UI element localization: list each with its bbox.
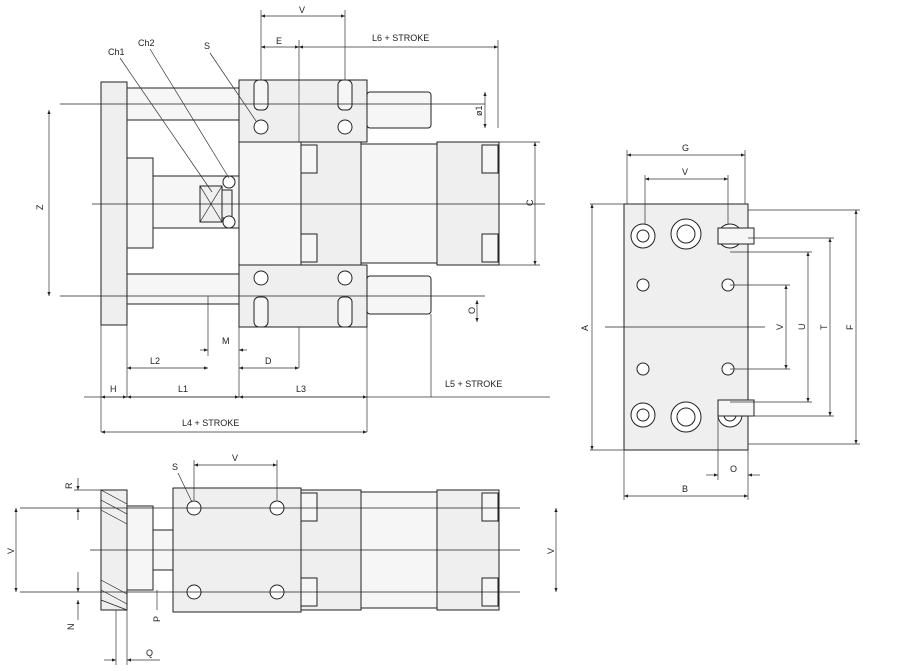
dim-phi1: ø1 [474,105,484,116]
dim-f: F [845,324,855,330]
top-view: S V V V R N P Q [6,453,558,665]
dim-u: U [797,324,807,331]
flange-plate [100,81,128,326]
dim-l2: L2 [150,356,160,366]
dim-z: Z [35,204,45,210]
dim-l1: L1 [178,384,188,394]
slot [253,79,269,111]
dim-l3: L3 [296,384,306,394]
dim-v-left: V [6,548,16,554]
cap-screw [481,492,499,522]
dim-v-front-right: V [775,324,785,330]
slot [337,296,353,328]
lube-nipple-bottom [222,215,236,229]
dim-o-front: O [730,464,737,474]
dim-q: Q [146,648,153,658]
label-s-top: S [172,462,178,472]
center-boss [126,157,154,249]
lower-guide-rod [126,273,240,305]
dim-o-side: O [467,307,477,314]
dim-r: R [64,482,74,489]
dim-h: H [110,384,117,394]
dim-v-front-top: V [682,167,688,177]
cap-screw [300,492,318,522]
boss-section [126,505,154,591]
upper-rod-end [366,91,432,129]
bolt-hole [253,119,269,135]
tapped-hole [636,362,650,376]
dim-t: T [819,324,829,330]
cap-screw [481,233,499,263]
dim-v-top: V [299,5,305,15]
dim-d: D [265,356,272,366]
cap-screw [300,233,318,263]
dim-e: E [276,36,282,46]
dim-g: G [682,143,689,153]
lube-nipple-top [222,175,236,189]
bolt-hole [253,270,269,286]
bolt-hole [337,119,353,135]
lower-rod-end [366,275,432,315]
dim-v-right: V [546,548,556,554]
slot [337,79,353,111]
side-view: Z C ø1 O V E L6 + STROKE Ch1 Ch2 S [35,5,550,434]
tapped-hole [636,278,650,292]
dim-l4: L4 + STROKE [182,418,239,428]
slot [253,296,269,328]
dim-n: N [66,624,76,631]
slot-notch [717,399,755,417]
label-s-side: S [204,41,210,51]
dim-p: P [152,616,162,622]
cap-screw [481,144,499,174]
cap-screw [300,144,318,174]
label-ch2: Ch2 [138,38,155,48]
dim-v-topview: V [232,453,238,463]
dim-l6: L6 + STROKE [372,33,429,43]
slot-notch [717,227,755,245]
dim-l5: L5 + STROKE [445,379,502,389]
dim-m: M [222,336,230,346]
front-view: G V A V U T F O [580,143,860,500]
dim-b: B [682,484,688,494]
middle-body [238,141,302,266]
label-ch1: Ch1 [108,47,125,57]
dim-a: A [580,325,590,331]
dim-c: C [525,199,535,206]
cylinder-tube [360,143,438,264]
bolt-hole [337,270,353,286]
